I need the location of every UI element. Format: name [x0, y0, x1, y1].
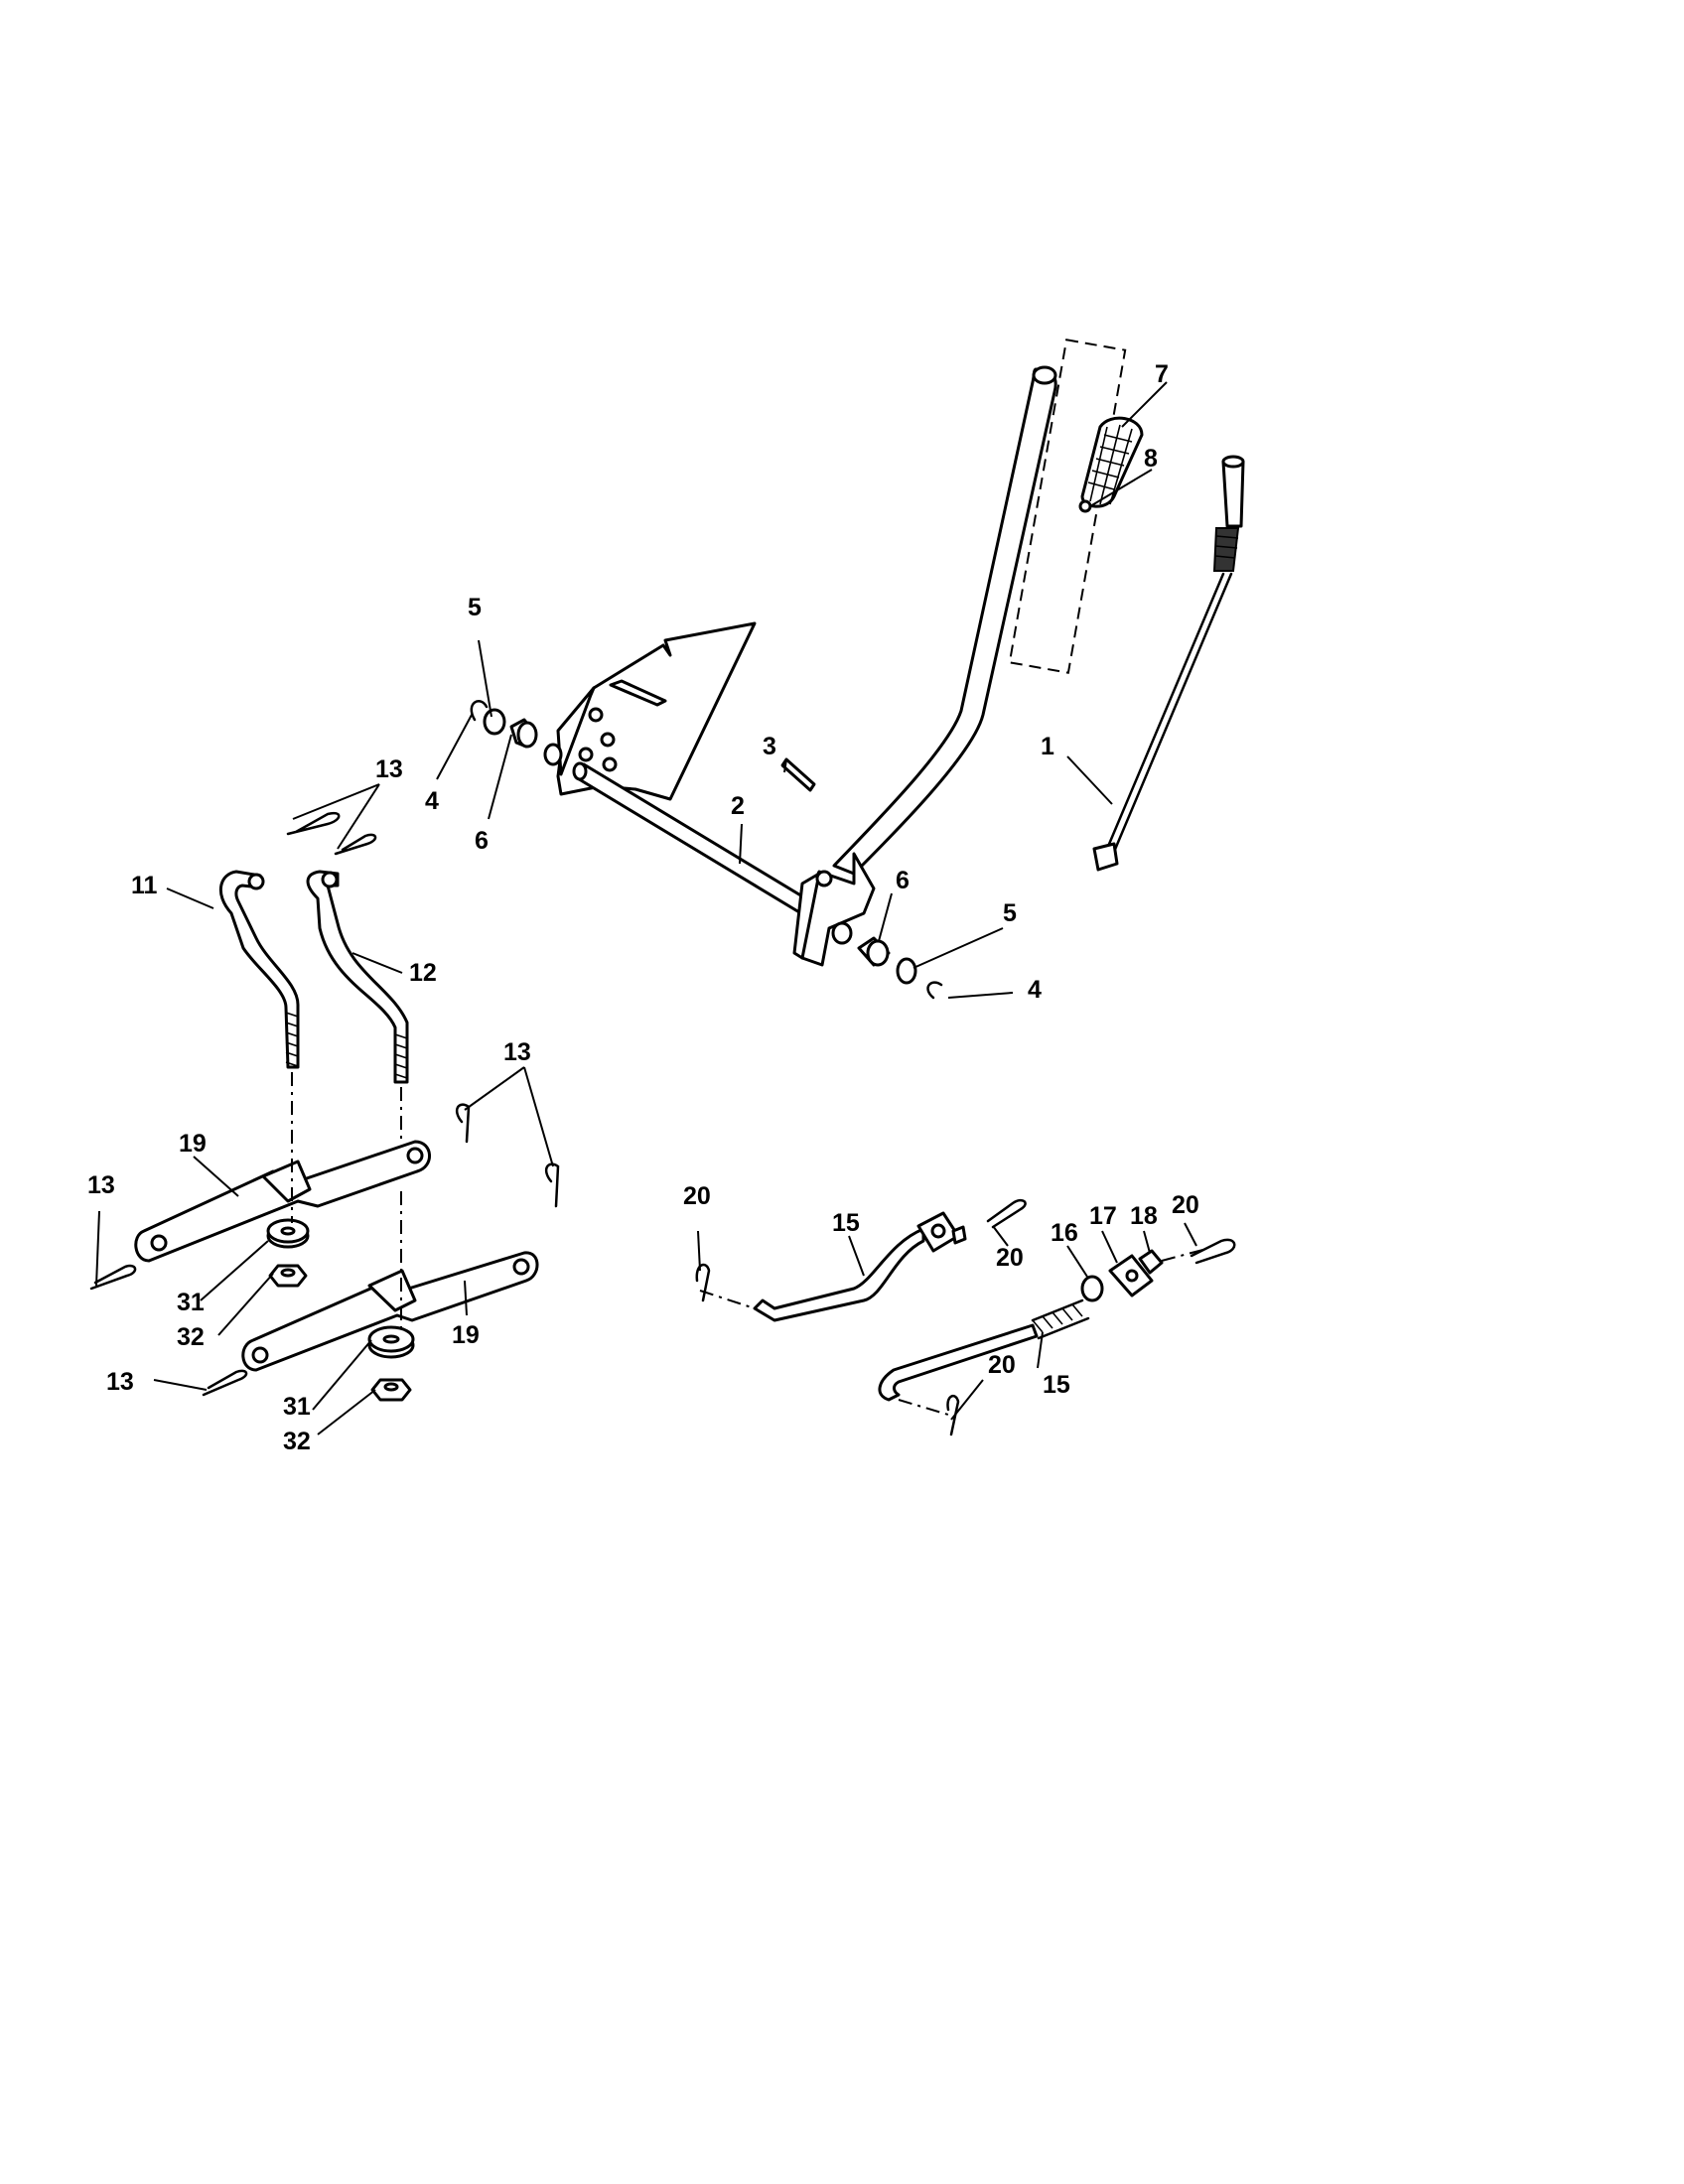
- left-bushing: [509, 718, 538, 749]
- callout-15-upper: 15: [832, 1209, 860, 1237]
- callout-6-right: 6: [896, 867, 910, 894]
- centerline-rod-upper: [699, 1290, 756, 1309]
- callout-20-lower: 20: [988, 1351, 1016, 1379]
- callout-16: 16: [1051, 1219, 1078, 1247]
- hairpin-clip-20-upper: [986, 1198, 1027, 1229]
- callout-13-left: 13: [87, 1171, 115, 1199]
- hairpin-clip-upper-b: [334, 833, 377, 856]
- callout-13-right: 13: [503, 1038, 531, 1066]
- right-bushing: [857, 936, 891, 967]
- hairpin-clip-right-b: [544, 1162, 560, 1208]
- callout-5-left: 5: [468, 594, 482, 621]
- callout-17: 17: [1089, 1202, 1117, 1230]
- handle-grip-outline: [1008, 339, 1127, 674]
- callout-3: 3: [763, 733, 776, 760]
- grip-pin: [1078, 499, 1092, 513]
- callout-8: 8: [1144, 445, 1158, 473]
- callout-6-left: 6: [475, 827, 489, 855]
- lift-shaft: [572, 761, 824, 923]
- adjust-rod-lower: [878, 1298, 1090, 1402]
- callout-7: 7: [1155, 360, 1169, 388]
- hairpin-clip-20-left: [695, 1263, 711, 1302]
- left-washer: [483, 708, 506, 736]
- shaft-stub-right: [831, 921, 853, 945]
- washer-16: [1080, 1275, 1104, 1302]
- callout-11: 11: [131, 872, 158, 899]
- leader-lines: [95, 381, 1197, 1435]
- callout-2: 2: [731, 792, 745, 820]
- hairpin-clip-20-right: [1190, 1238, 1236, 1265]
- adjust-rod-upper: [753, 1211, 967, 1322]
- washer-31-lower: [367, 1325, 415, 1359]
- callout-32-lower: 32: [283, 1428, 311, 1455]
- callout-1: 1: [1041, 733, 1054, 760]
- callout-15-lower: 15: [1043, 1371, 1070, 1399]
- lift-arm-lower: [241, 1251, 539, 1372]
- hairpin-clip-upper-a: [286, 811, 341, 836]
- lift-link-12: [306, 870, 409, 1084]
- callout-13-bottom: 13: [106, 1368, 134, 1396]
- left-retaining-ring: [470, 700, 489, 722]
- callout-20-right: 20: [1172, 1191, 1199, 1219]
- callout-12: 12: [409, 959, 437, 987]
- right-retaining-ring: [926, 981, 943, 1000]
- callout-4-left: 4: [425, 787, 439, 815]
- mounting-plate: [556, 621, 757, 801]
- washer-31-upper: [266, 1218, 310, 1249]
- callout-5-right: 5: [1003, 899, 1017, 927]
- callout-19-upper: 19: [179, 1130, 207, 1158]
- hairpin-clip-lower-a: [89, 1264, 137, 1291]
- callout-19-lower: 19: [452, 1321, 480, 1349]
- callout-20-left: 20: [683, 1182, 711, 1210]
- callout-31-lower: 31: [283, 1393, 311, 1421]
- nut-18: [1138, 1249, 1164, 1275]
- lift-arm-upper: [134, 1140, 431, 1263]
- callout-13-top: 13: [375, 755, 403, 783]
- lift-handle: [832, 365, 1057, 876]
- trunnion-17: [1108, 1254, 1154, 1297]
- right-washer: [896, 957, 917, 985]
- callout-4-right: 4: [1028, 976, 1042, 1004]
- lift-cable: [1092, 455, 1245, 872]
- hairpin-clip-20-lower: [946, 1394, 960, 1436]
- hairpin-clip-lower-b: [202, 1369, 248, 1397]
- lift-link-11: [218, 870, 300, 1069]
- callout-20-upper: 20: [996, 1244, 1024, 1272]
- callout-31-upper: 31: [177, 1289, 205, 1316]
- centerline-rod-lower: [898, 1399, 949, 1416]
- nut-32-upper: [268, 1264, 308, 1288]
- cotter-pin: [780, 757, 816, 792]
- nut-32-lower: [370, 1378, 412, 1402]
- hairpin-clip-right-a: [455, 1103, 471, 1144]
- callout-32-upper: 32: [177, 1323, 205, 1351]
- shaft-bracket: [792, 852, 876, 967]
- callout-labels: 1 2 3 4 4 5 5 6 6 7 8 11 12 13 13 13 13 …: [87, 360, 1199, 1455]
- shaft-stub-left: [543, 743, 563, 766]
- callout-18: 18: [1130, 1202, 1158, 1230]
